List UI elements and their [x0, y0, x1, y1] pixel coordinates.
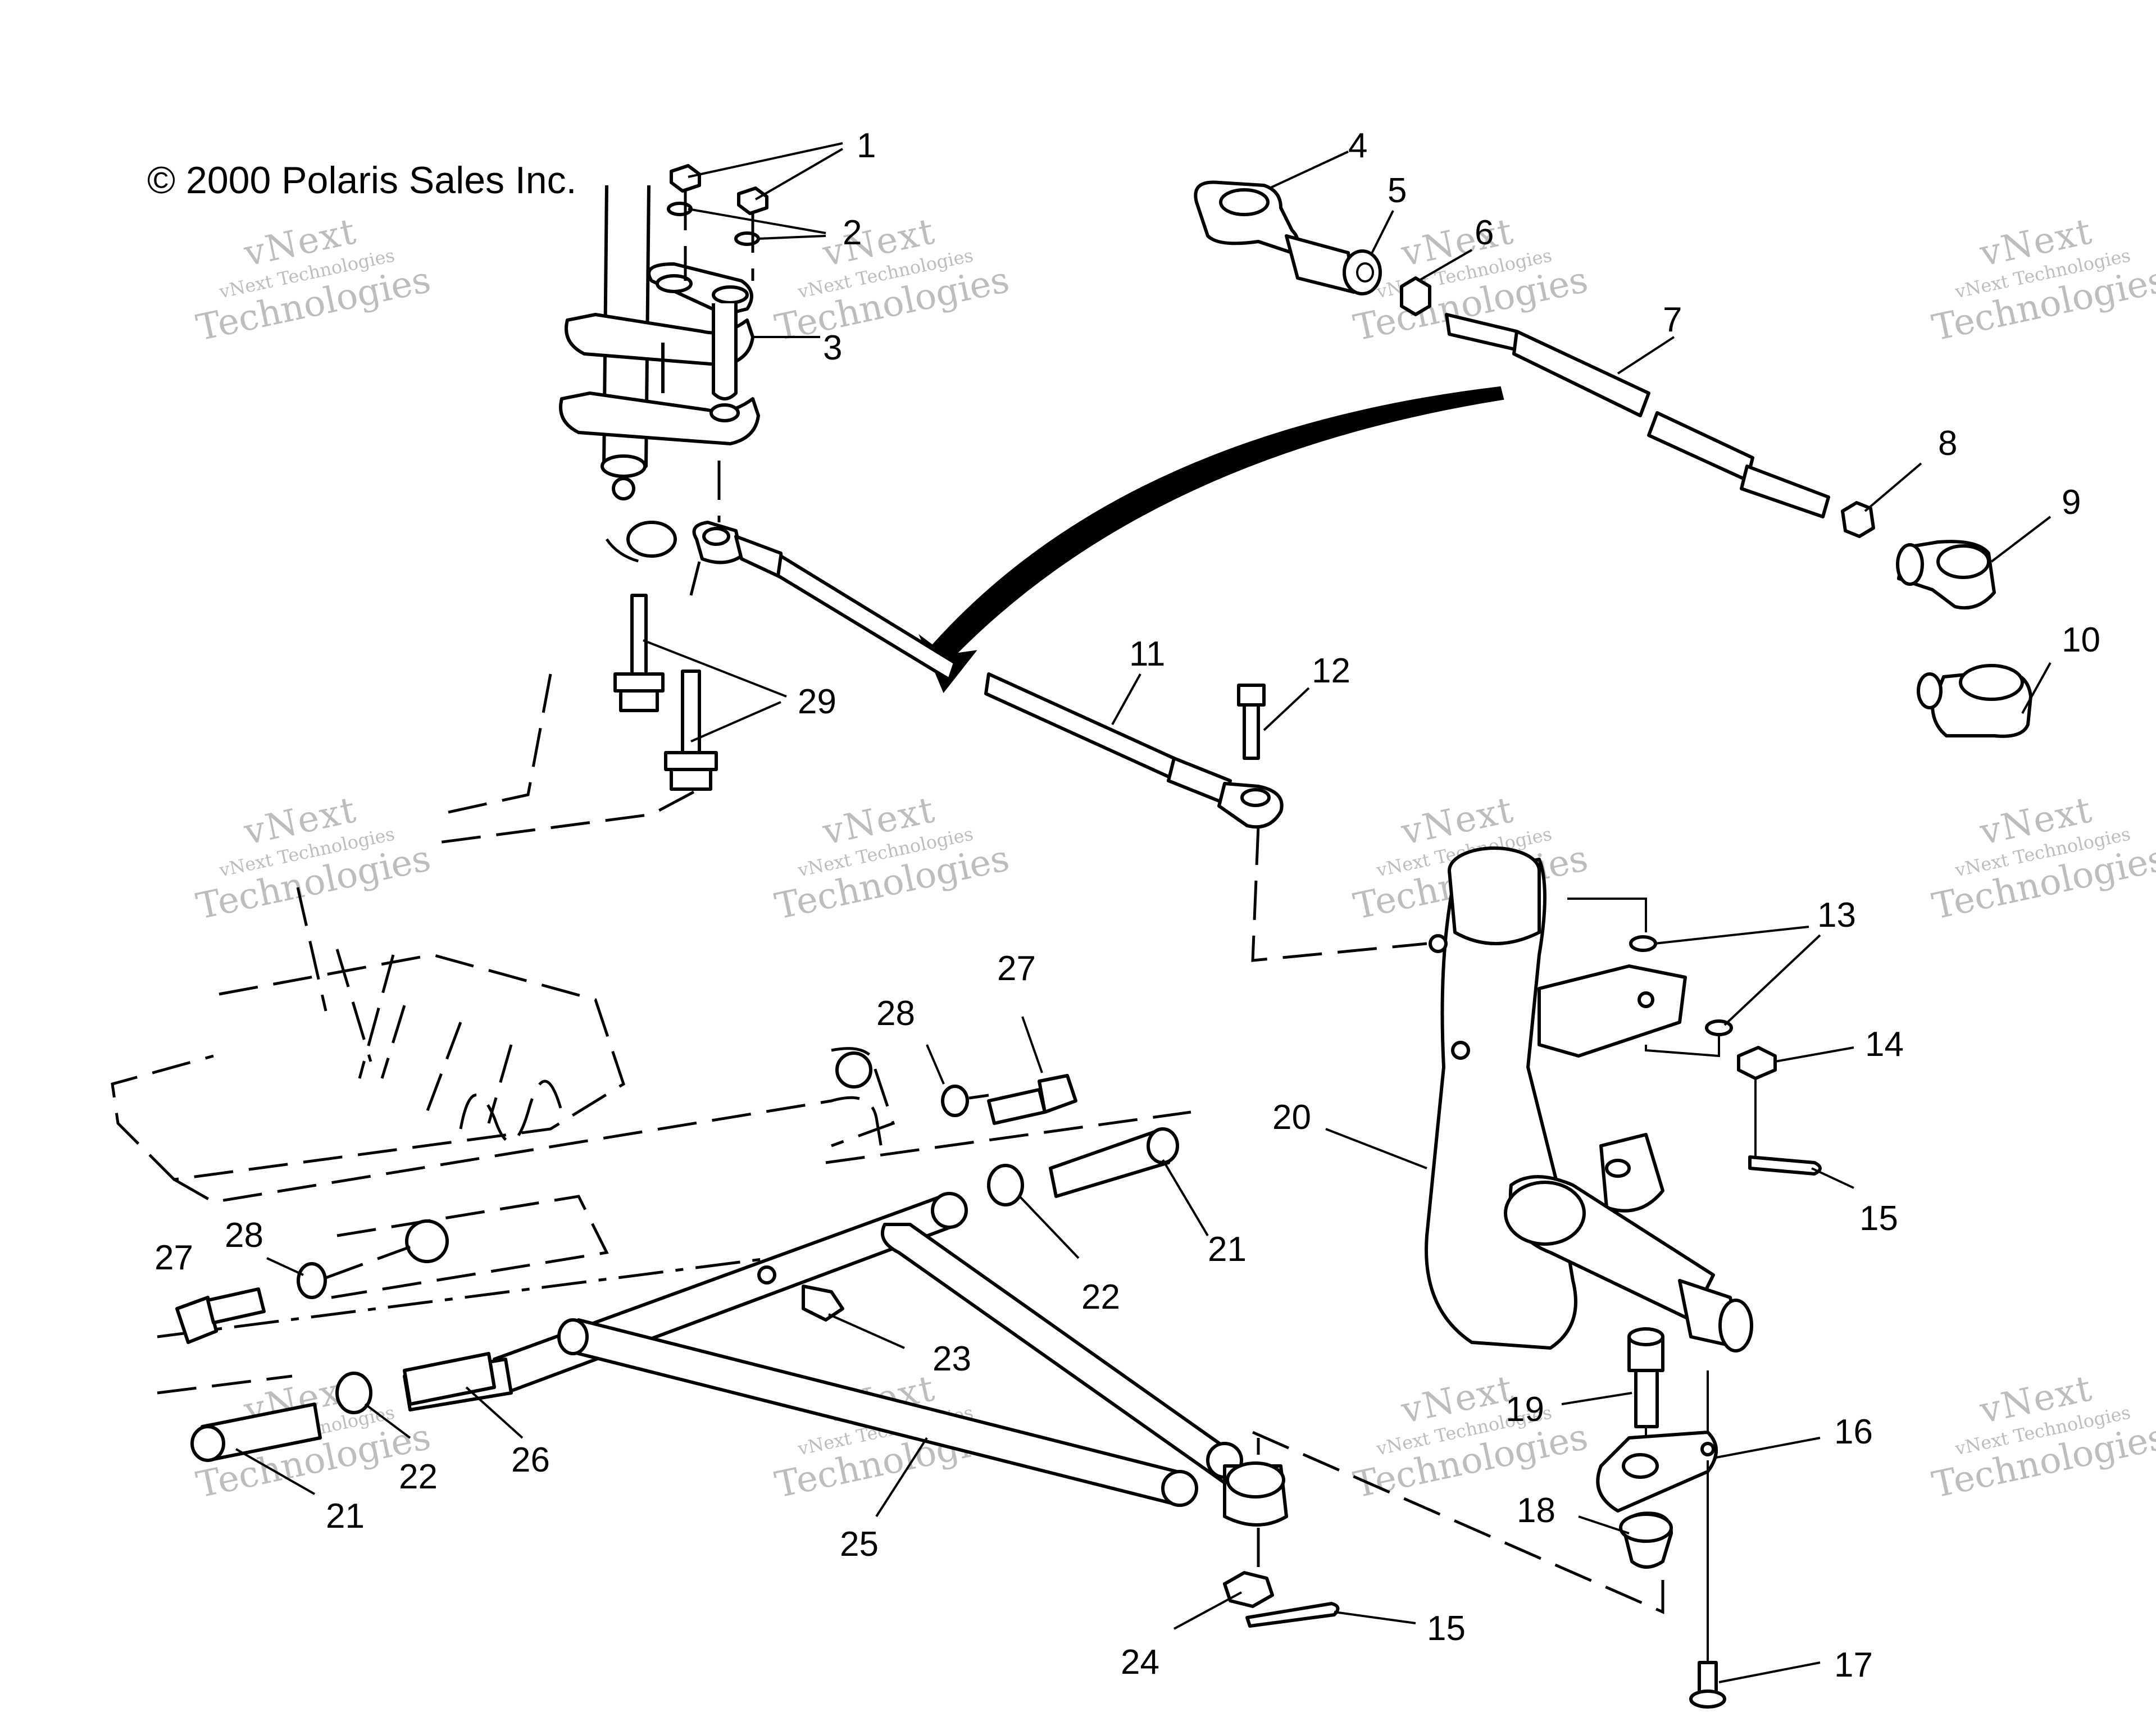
callout-14: 14: [1865, 1025, 1904, 1064]
tie-rod-end-4: [1194, 180, 1382, 295]
callout-27-right: 27: [997, 949, 1036, 988]
callout-4: 4: [1348, 126, 1367, 165]
callout-24: 24: [1121, 1643, 1159, 1682]
washer-28-left: [297, 1262, 327, 1299]
callout-26: 26: [511, 1441, 550, 1479]
tie-rod-11: [692, 521, 1284, 829]
bearing-10: [1917, 664, 2032, 738]
cotter-pin-15-bottom: [1245, 1602, 1340, 1628]
castle-nut-24: [1223, 1571, 1274, 1608]
bolt-27-right: [987, 1074, 1077, 1125]
callout-25: 25: [840, 1525, 879, 1564]
bolt-29b: [664, 670, 718, 791]
nut-1b: [737, 186, 768, 215]
callout-15-bottom: 15: [1427, 1609, 1466, 1648]
frame-hole: [405, 1219, 449, 1263]
callout-22-left: 22: [399, 1458, 438, 1496]
bolt-29a: [613, 594, 665, 712]
callout-11: 11: [1129, 635, 1165, 673]
nut-14: [1737, 1046, 1777, 1080]
callout-22-right: 22: [1081, 1278, 1120, 1317]
grease-fitting-23: [757, 1265, 844, 1322]
callout-19: 19: [1505, 1390, 1544, 1429]
bolt-12: [1237, 684, 1266, 760]
callout-10: 10: [2062, 621, 2100, 659]
callout-15-top: 15: [1859, 1199, 1898, 1238]
cotter-pin-15-top: [1748, 1155, 1822, 1176]
bolt-27-left: [175, 1287, 266, 1344]
tie-rod-end-9: [1896, 540, 1996, 610]
callout-2: 2: [843, 213, 862, 252]
callout-5: 5: [1388, 171, 1407, 210]
callout-18: 18: [1517, 1491, 1555, 1530]
washer-28-right: [941, 1085, 969, 1117]
jam-nut-6: [1400, 276, 1431, 316]
bushing-21-left: [190, 1402, 322, 1462]
ball-joint-18: [1619, 1511, 1673, 1569]
callout-6: 6: [1475, 213, 1494, 252]
spindle-knuckle-20: [1425, 846, 1753, 1352]
callout-21-left: 21: [326, 1497, 365, 1536]
callout-28-right: 28: [876, 994, 915, 1033]
callout-7: 7: [1663, 300, 1682, 339]
callout-29: 29: [798, 682, 836, 721]
callout-21-right: 21: [1208, 1230, 1247, 1269]
bolt-17: [1689, 1661, 1726, 1709]
washer-22-right: [987, 1164, 1024, 1206]
callout-20: 20: [1272, 1098, 1311, 1137]
callout-23: 23: [933, 1340, 971, 1378]
callout-1: 1: [857, 126, 876, 165]
tie-rod-7: [1445, 313, 1830, 518]
washer-22-left: [335, 1372, 372, 1414]
steering-bracket: [559, 262, 760, 445]
callout-13: 13: [1817, 896, 1856, 935]
bushing-21-right: [1049, 1127, 1179, 1198]
callout-27-left: 27: [154, 1238, 193, 1277]
copyright-notice: © 2000 Polaris Sales Inc.: [147, 159, 577, 202]
spacer: [626, 521, 677, 558]
callout-17: 17: [1834, 1646, 1873, 1684]
bolt-19: [1627, 1327, 1664, 1428]
callout-28-left: 28: [225, 1216, 263, 1255]
frame-hole: [835, 1051, 872, 1089]
callout-12: 12: [1312, 652, 1350, 690]
ball-joint-housing: [1223, 1461, 1288, 1527]
callout-16: 16: [1834, 1413, 1873, 1451]
nut-1a: [670, 164, 701, 193]
direction-arrow: [918, 386, 1504, 693]
callout-3: 3: [823, 329, 842, 367]
callout-9: 9: [2062, 483, 2081, 522]
callout-8: 8: [1938, 424, 1957, 463]
